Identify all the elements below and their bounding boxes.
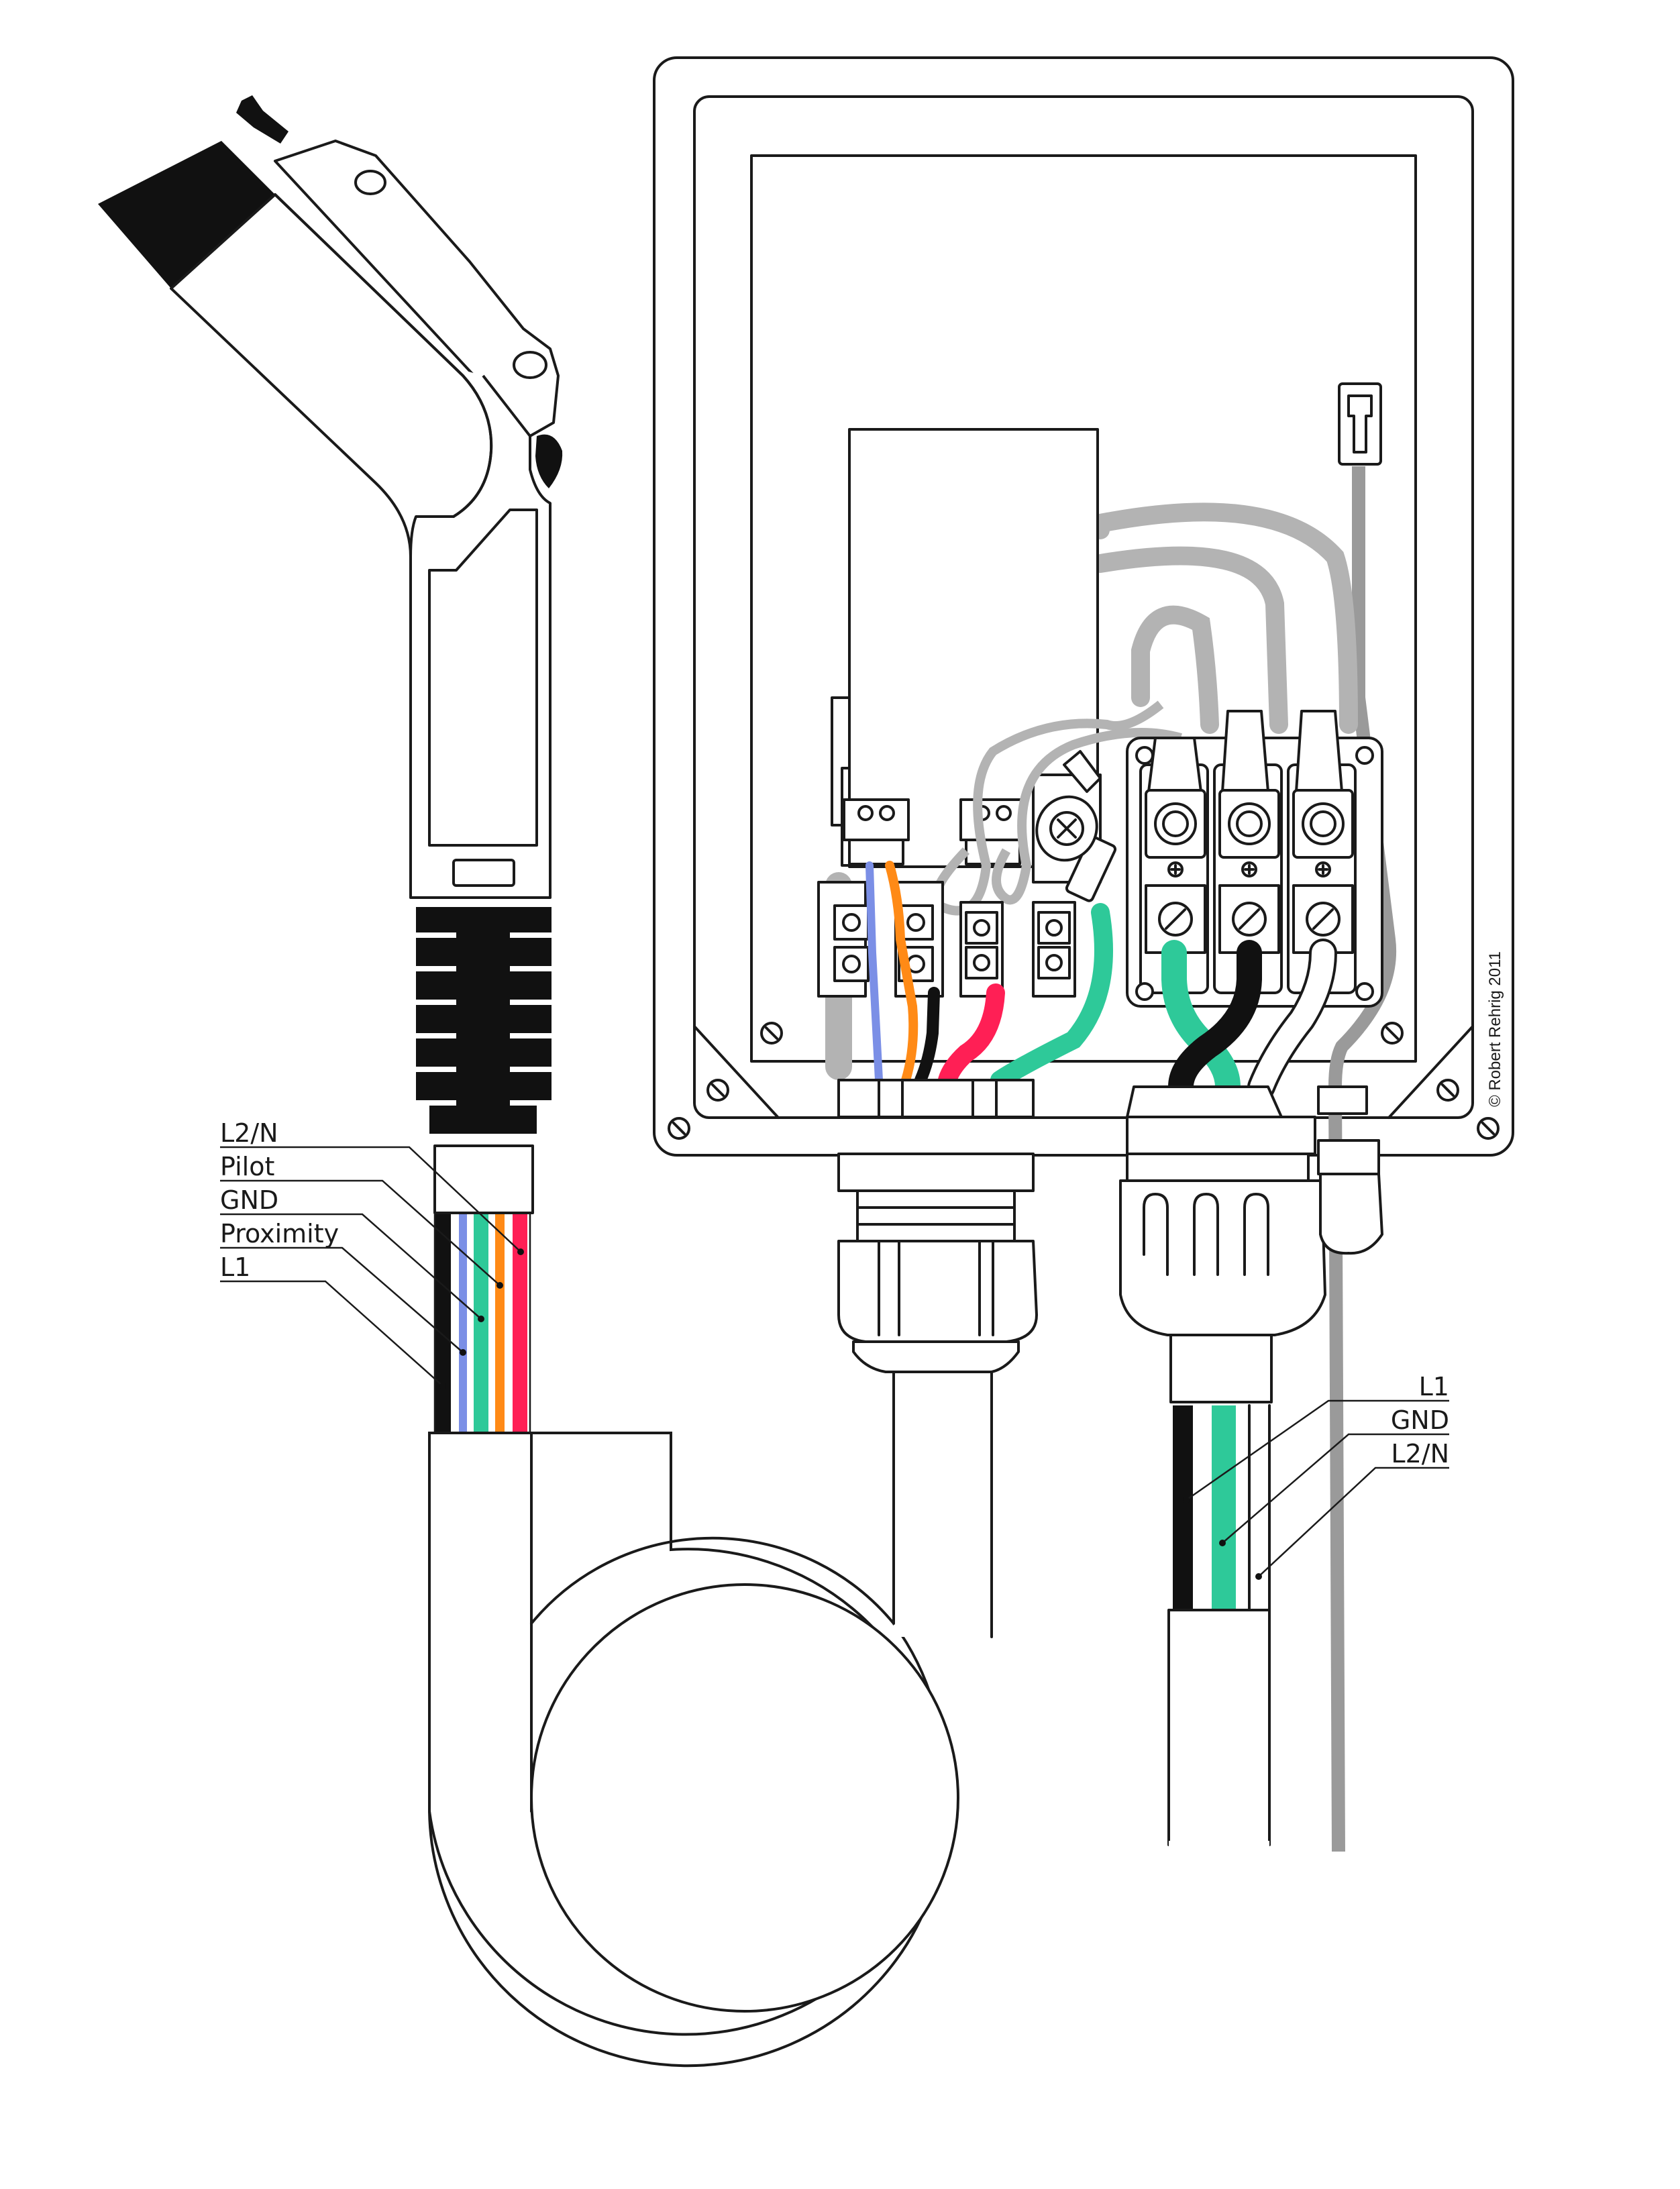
label-left-l2n: L2/N (220, 1118, 278, 1148)
power-terminal-l1 (1139, 737, 1209, 994)
supply-cable (1167, 1404, 1271, 1846)
leader-right-gnd (1222, 1433, 1449, 1544)
ground-plus-icon (1167, 861, 1184, 877)
terminal-block-3 (959, 901, 1004, 998)
ground-plus-icon (1241, 861, 1257, 877)
rj-jack-icon (1338, 382, 1382, 466)
label-left-pilot: Pilot (220, 1152, 274, 1181)
label-left-proximity: Proximity (220, 1219, 339, 1248)
wire-proximity-blue (459, 1214, 467, 1433)
cable-sleeve (433, 1144, 534, 1214)
label-right-l1: L1 (1419, 1372, 1449, 1401)
wire-l2n-red (513, 1214, 527, 1433)
leader-right-l2n (1258, 1466, 1449, 1577)
mounting-plate (750, 154, 1417, 1063)
enclosure-screws (668, 1022, 1500, 1140)
label-right-gnd: GND (1391, 1405, 1449, 1435)
leader-left-proximity (220, 1246, 464, 1353)
ground-ring-terminal (1035, 750, 1117, 902)
cable-loop-inner (530, 1583, 959, 2013)
grip-slot (452, 859, 515, 887)
terminal-plug-right (959, 798, 1027, 865)
label-left-gnd: GND (220, 1185, 278, 1215)
leader-left-l2n (220, 1146, 521, 1252)
ground-plus-icon (1315, 861, 1331, 877)
ev-connector-handle (98, 95, 563, 1214)
connector-plug-face (98, 141, 275, 288)
rj-cable (1328, 382, 1397, 1852)
internal-signal-wires (865, 861, 1113, 1089)
cable-glands (837, 1079, 1383, 1403)
enclosure-inner (693, 95, 1474, 1119)
left-wire-labels: L2/N Pilot GND Proximity L1 (220, 1118, 524, 1389)
label-left-l1: L1 (220, 1252, 250, 1282)
connector-head-outline (170, 287, 412, 558)
wire-pilot-orange (495, 1214, 505, 1433)
strain-relief (416, 907, 552, 1134)
copyright-credit: © Robert Rehrig 2011 (1486, 951, 1504, 1107)
label-right-l2n: L2/N (1391, 1439, 1449, 1469)
terminal-plug-left (843, 798, 910, 865)
terminal-block-1 (817, 881, 870, 998)
output-cable-vertical (894, 1369, 992, 1637)
terminal-block-4 (1032, 901, 1076, 998)
connector-latch (236, 95, 288, 144)
coiled-output-cable (428, 1367, 993, 2068)
power-terminal-l3 (1287, 710, 1357, 994)
lever-button (354, 170, 386, 195)
leader-left-l1 (220, 1280, 443, 1387)
connector-head-upper (274, 193, 493, 518)
connector-release-button (535, 434, 563, 488)
wire-l1-black (435, 1214, 451, 1433)
right-wire-labels: L1 GND L2/N (1183, 1372, 1449, 1580)
lever-button-lower (513, 351, 547, 379)
left-cable-wires (433, 1214, 531, 1433)
power-input-wires (1161, 939, 1337, 1101)
cable-loop-upper (530, 1536, 895, 1625)
leader-left-pilot (220, 1179, 501, 1286)
grip-window (428, 509, 538, 847)
wire-gnd-green (474, 1214, 488, 1433)
leader-right-l1 (1186, 1399, 1449, 1501)
leader-left-gnd (220, 1213, 482, 1320)
connector-lever (274, 140, 560, 437)
